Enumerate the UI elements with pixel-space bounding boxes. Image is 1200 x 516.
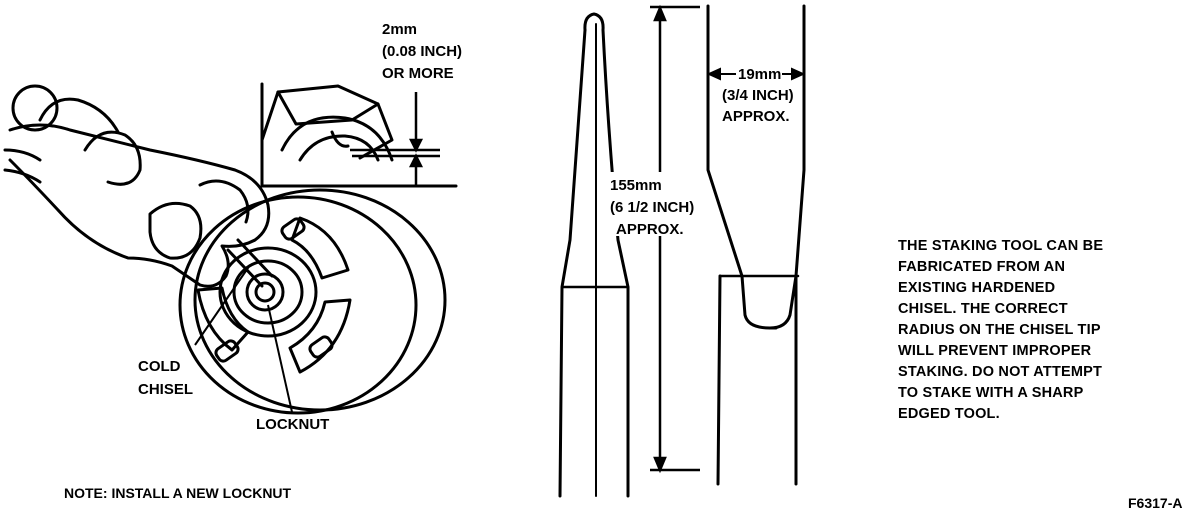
- instructions-line-9: EDGED TOOL.: [898, 406, 1000, 422]
- instructions-line-1: THE STAKING TOOL CAN BE: [898, 238, 1103, 254]
- flange-segment-1: [290, 216, 350, 280]
- tool-front-profile: [706, 4, 806, 486]
- hex-nut-face: [276, 90, 380, 126]
- instructions-line-4: CHISEL. THE CORRECT: [898, 301, 1068, 317]
- hand-finger-2: [83, 130, 142, 186]
- cold-chisel: [226, 238, 274, 288]
- tool-front-lower-left: [716, 274, 722, 486]
- tool-side-outline-left: [583, 12, 630, 498]
- hub-drum-inner: [178, 195, 418, 415]
- stud-1: [280, 217, 306, 241]
- locknut-leader: [267, 304, 293, 413]
- length-label-line-1: 155mm: [610, 177, 662, 194]
- flange-segment-2: [288, 298, 352, 374]
- length-label-backing: [608, 172, 708, 236]
- locknut-shape: [245, 272, 285, 312]
- length-arrowhead-top: [653, 4, 667, 22]
- hex-nut: [260, 84, 394, 160]
- width-label-line-3: APPROX.: [722, 108, 790, 125]
- hand-outline: [8, 123, 271, 288]
- clearance-label-line-2: (0.08 INCH): [382, 43, 462, 60]
- tool-front-outline-right: [768, 4, 806, 330]
- bearing-ring: [218, 246, 318, 338]
- tool-front-outline-left: [706, 4, 778, 330]
- hand-knuckle: [11, 84, 59, 132]
- clearance-dimension: [350, 92, 440, 186]
- hand-thumb: [198, 179, 250, 224]
- locknut-label: LOCKNUT: [256, 416, 329, 433]
- figure-id: F6317-A: [1128, 495, 1182, 511]
- leader-lines: [194, 264, 293, 413]
- width-dimension: [706, 67, 806, 81]
- hand-finger-1: [38, 97, 120, 134]
- instructions-line-2: FABRICATED FROM AN: [898, 259, 1065, 275]
- width-arrowhead-left: [706, 67, 721, 81]
- instructions-line-3: EXISTING HARDENED: [898, 280, 1055, 296]
- tool-side-profile: [558, 12, 630, 498]
- stud-3: [214, 339, 240, 363]
- note-text: NOTE: INSTALL A NEW LOCKNUT: [64, 485, 292, 501]
- hub-drum-outer: [193, 188, 447, 412]
- width-label-line-1: 19mm: [738, 66, 781, 83]
- bearing-ring-inner: [232, 259, 304, 325]
- hex-nut-curve: [280, 115, 394, 162]
- hand-finger-3: [148, 201, 203, 260]
- cold-chisel-label-line-2: CHISEL: [138, 381, 193, 398]
- cold-chisel-label-line-1: COLD: [138, 358, 181, 375]
- instructions-block: THE STAKING TOOL CAN BE FABRICATED FROM …: [898, 238, 1103, 422]
- length-arrowhead-bottom: [653, 456, 667, 474]
- hub-illustration: [3, 82, 458, 415]
- length-dimension: [650, 4, 700, 474]
- spindle-end: [254, 281, 276, 303]
- width-label-line-2: (3/4 INCH): [722, 87, 794, 104]
- clearance-label-line-3: OR MORE: [382, 65, 454, 82]
- length-label-line-3: APPROX.: [616, 221, 684, 238]
- length-label-line-2: (6 1/2 INCH): [610, 199, 694, 216]
- cold-chisel-leader: [194, 264, 251, 346]
- instructions-line-6: WILL PREVENT IMPROPER: [898, 343, 1092, 359]
- instructions-line-8: TO STAKE WITH A SHARP: [898, 385, 1084, 401]
- width-arrowhead-right: [791, 67, 806, 81]
- wheel-studs: [214, 217, 334, 363]
- hand-cuff: [3, 148, 42, 184]
- instructions-line-5: RADIUS ON THE CHISEL TIP: [898, 322, 1101, 338]
- instructions-line-7: STAKING. DO NOT ATTEMPT: [898, 364, 1102, 380]
- flange-segment-3: [196, 286, 250, 352]
- tool-side-outline-right: [558, 28, 587, 498]
- clearance-label-line-1: 2mm: [382, 21, 417, 38]
- clearance-arrowhead-top: [408, 138, 424, 153]
- stud-2: [308, 335, 334, 359]
- stake-notch: [330, 130, 350, 148]
- clearance-arrowhead-bottom: [408, 153, 424, 168]
